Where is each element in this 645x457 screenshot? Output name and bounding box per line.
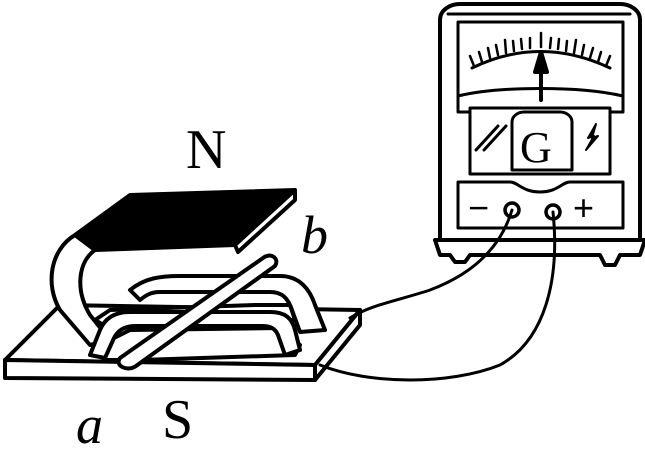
rod-end-b-label: b <box>301 205 328 265</box>
metal-rod-ab <box>116 253 279 371</box>
galvanometer-needle <box>533 50 549 102</box>
galvanometer <box>433 2 645 267</box>
galvanometer-label: G <box>520 123 552 172</box>
wire-to-positive <box>318 210 557 382</box>
wire-to-negative <box>348 208 514 320</box>
negative-terminal-label: − <box>468 187 490 228</box>
south-pole-label: S <box>162 389 194 451</box>
rod-end-a-label: a <box>76 395 103 455</box>
connecting-wires <box>318 208 557 382</box>
positive-terminal-label: + <box>573 187 595 228</box>
north-pole-label: N <box>186 119 227 181</box>
conducting-rails <box>88 274 327 360</box>
